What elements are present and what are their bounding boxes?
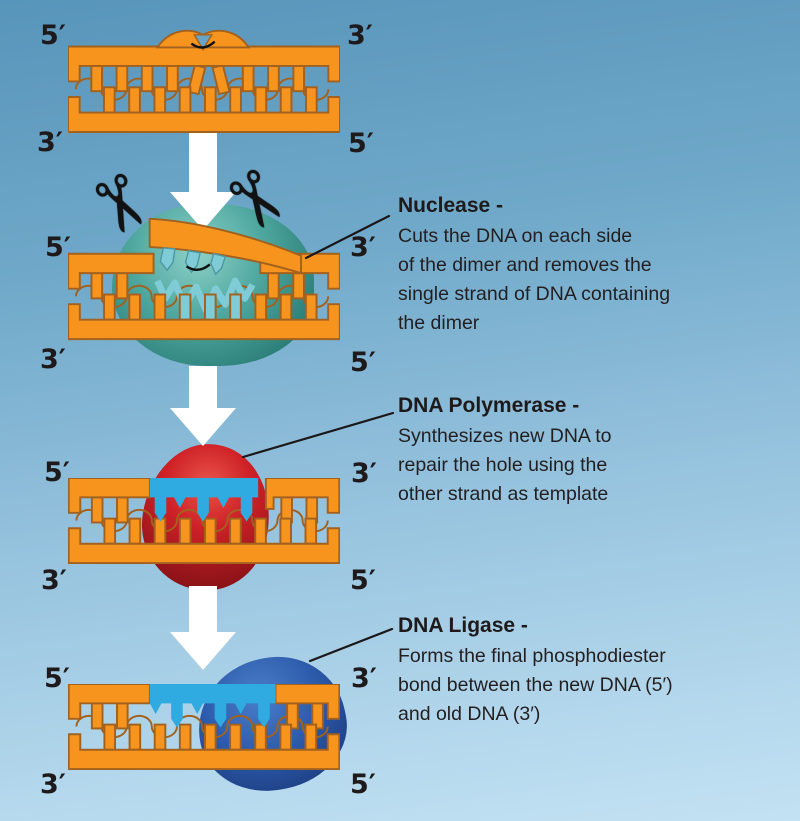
dimer-bond-mark xyxy=(185,263,211,271)
down-arrow-icon xyxy=(170,586,236,670)
annotation-line: of the dimer and removes the xyxy=(398,254,652,276)
top-strand-rail-left xyxy=(68,252,155,290)
strand-end-label: 3′ xyxy=(350,232,376,263)
top-strand-rail-right xyxy=(274,684,340,720)
annotation-line: and old DNA (3′) xyxy=(398,703,541,725)
strand-end-label: 3′ xyxy=(347,20,373,51)
dimer-notch xyxy=(192,34,214,51)
top-strand-rail xyxy=(68,45,340,83)
bottom-strand-rail xyxy=(68,527,340,565)
strand-end-label: 3′ xyxy=(351,663,377,694)
dna-segment-damaged xyxy=(68,29,340,133)
annotation-line: bond between the new DNA (5′) xyxy=(398,674,673,696)
strand-end-label: 3′ xyxy=(41,565,67,596)
down-arrow-icon xyxy=(170,132,236,230)
dna-teeth xyxy=(90,496,319,545)
polymerase-annotation: DNA Polymerase - Synthesizes new DNA to … xyxy=(398,394,612,509)
strand-end-label: 5′ xyxy=(350,347,376,378)
leader-line-polymerase xyxy=(241,411,395,459)
new-dna-patch xyxy=(149,478,259,522)
strand-end-label: 5′ xyxy=(44,457,70,488)
base-pair-bonds xyxy=(74,77,330,101)
leader-line-ligase xyxy=(308,627,394,663)
annotation-title: Nuclease - xyxy=(398,194,504,217)
bottom-strand-rail xyxy=(68,733,340,771)
sealed-new-dna-patch xyxy=(149,684,276,728)
top-strand-rail-left xyxy=(68,684,151,720)
dimer-bond-mark xyxy=(190,40,216,49)
annotation-line: Synthesizes new DNA to xyxy=(398,425,612,447)
strand-end-label: 3′ xyxy=(351,458,377,489)
top-strand-rail-right xyxy=(264,478,340,514)
annotation-line: Cuts the DNA on each side xyxy=(398,225,633,247)
annotation-title: DNA Ligase - xyxy=(398,614,528,637)
strand-end-label: 5′ xyxy=(350,769,376,800)
annotation-line: other strand as template xyxy=(398,483,609,505)
annotation-line: Forms the final phosphodiester xyxy=(398,645,666,667)
annotation-line: single strand of DNA containing xyxy=(398,283,671,305)
top-strand-rail-left xyxy=(68,478,151,514)
strand-end-label: 5′ xyxy=(350,565,376,596)
base-pair-bonds xyxy=(75,714,329,739)
dna-teeth xyxy=(90,63,318,114)
nuclease-annotation: Nuclease - Cuts the DNA on each side of … xyxy=(398,194,670,338)
dna-segment-repaired xyxy=(68,684,340,771)
strand-end-label: 3′ xyxy=(40,769,66,800)
annotation-line: the dimer xyxy=(398,312,480,334)
bottom-strand-rail xyxy=(68,96,340,133)
annotation-line: repair the hole using the xyxy=(398,454,608,476)
dna-segment-synthesis xyxy=(68,478,340,565)
strand-end-label: 3′ xyxy=(40,344,66,375)
down-arrow-icon xyxy=(170,366,236,446)
strand-end-label: 3′ xyxy=(37,127,63,158)
strand-end-label: 5′ xyxy=(40,20,66,51)
dna-teeth xyxy=(90,272,318,321)
excised-strand-flap xyxy=(148,217,302,275)
strand-end-label: 5′ xyxy=(44,663,70,694)
ligase-annotation: DNA Ligase - Forms the final phosphodies… xyxy=(398,614,673,729)
annotation-title: DNA Polymerase - xyxy=(398,394,580,417)
dna-segment-excision xyxy=(68,217,340,341)
dna-teeth xyxy=(90,702,324,751)
strand-end-label: 5′ xyxy=(45,232,71,263)
bottom-strand-rail xyxy=(68,303,340,341)
strand-end-label: 5′ xyxy=(348,128,374,159)
